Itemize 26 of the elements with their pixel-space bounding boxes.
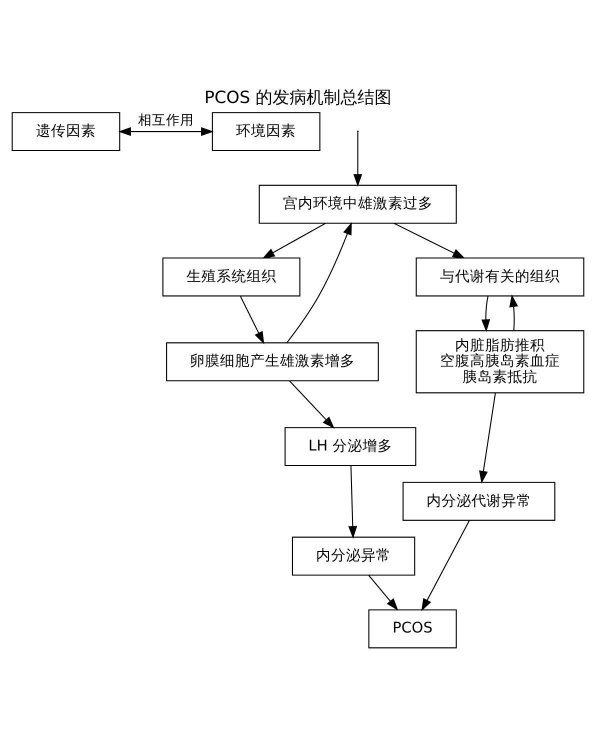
arrow [509, 294, 518, 330]
arrow [288, 380, 335, 429]
node-box: PCOS [368, 609, 457, 648]
node-box: 卵膜细胞产生雄激素增多 [166, 342, 379, 382]
node-box: 内分泌代谢异常 [402, 482, 556, 521]
node-box: 环境因素 [212, 112, 320, 152]
arrow [286, 222, 352, 344]
node-box: LH 分泌增多 [284, 427, 416, 466]
node-box: 生殖系统组织 [162, 257, 300, 296]
arrow [348, 466, 358, 539]
arrow [118, 127, 214, 136]
node-box: 遗传因素 [12, 112, 120, 152]
arrow [368, 575, 398, 611]
edge-label: 相互作用 [138, 112, 194, 129]
node-box: 内脏脂肪推积 空腹高胰岛素血症 胰岛素抵抗 [416, 330, 584, 394]
arrow [479, 392, 496, 484]
arrow [481, 296, 490, 332]
node-box: 宫内环境中雄激素过多 [258, 184, 457, 224]
arrow [421, 520, 470, 612]
node-box: 与代谢有关的组织 [416, 257, 584, 296]
diagram-title: PCOS 的发病机制总结图 [204, 86, 392, 107]
arrow [240, 296, 264, 344]
arrow [262, 222, 326, 259]
arrow [394, 222, 466, 259]
node-box: 内分泌异常 [292, 536, 416, 576]
arrow [353, 132, 362, 187]
